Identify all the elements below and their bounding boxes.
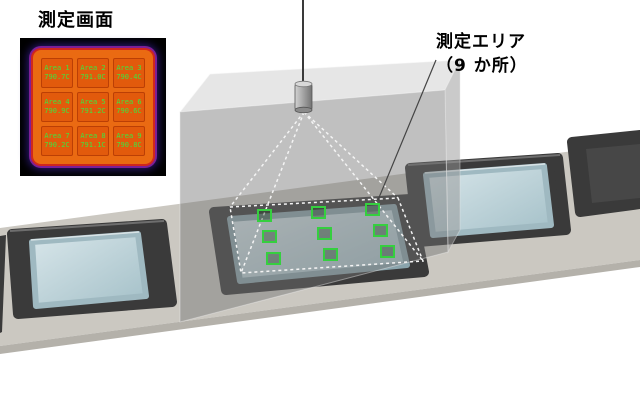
measurement-markers bbox=[257, 203, 395, 265]
measurement-area-outline bbox=[229, 197, 425, 274]
measurement-marker bbox=[323, 248, 338, 261]
thermal-area-temp: 790.6C bbox=[116, 107, 142, 115]
measurement-marker bbox=[373, 224, 388, 237]
tray-left-top-edge bbox=[9, 220, 165, 232]
measurement-marker bbox=[262, 230, 277, 243]
fov-line-front-right bbox=[303, 111, 424, 262]
enclosure-right-face bbox=[444, 59, 461, 254]
thermal-image: Area 1 790.7C Area 2 791.0C Area 3 790.4… bbox=[20, 38, 166, 176]
glass-panel-center bbox=[227, 204, 410, 284]
thermal-cell: Area 6 790.6C bbox=[113, 92, 145, 122]
thermal-cell: Area 7 790.2C bbox=[41, 126, 73, 156]
area-label-leader-line bbox=[377, 59, 437, 201]
thermal-area-name: Area 8 bbox=[80, 132, 106, 140]
thermal-area-temp: 791.2C bbox=[80, 107, 106, 115]
thermal-cell: Area 8 791.1C bbox=[77, 126, 109, 156]
thermal-area-temp: 790.9C bbox=[44, 107, 70, 115]
fov-pyramid bbox=[229, 111, 425, 274]
thermal-area-name: Area 2 bbox=[80, 64, 106, 72]
tray-far-right-recess bbox=[586, 144, 640, 203]
thermal-cell: Area 5 791.2C bbox=[77, 92, 109, 122]
thermal-area-temp: 791.1C bbox=[80, 141, 106, 149]
thermal-area-name: Area 6 bbox=[116, 98, 142, 106]
measurement-marker bbox=[257, 209, 272, 222]
thermal-heat-region: Area 1 790.7C Area 2 791.0C Area 3 790.4… bbox=[33, 50, 153, 164]
conveyor-belt-front-edge bbox=[0, 260, 640, 354]
thermal-area-name: Area 7 bbox=[44, 132, 70, 140]
thermal-area-name: Area 1 bbox=[44, 64, 70, 72]
thermal-cell: Area 4 790.9C bbox=[41, 92, 73, 122]
tray-far-left bbox=[0, 235, 6, 333]
fov-line-front-left bbox=[240, 111, 305, 274]
thermal-area-temp: 790.7C bbox=[44, 73, 70, 81]
measurement-marker bbox=[317, 227, 332, 240]
tray-right-top-edge bbox=[407, 154, 561, 166]
sensor-body bbox=[294, 83, 313, 111]
sensor-lens bbox=[294, 106, 313, 114]
thermal-area-temp: 790.8C bbox=[116, 141, 142, 149]
area-label-line2: （9 か所） bbox=[436, 56, 528, 76]
thermal-area-name: Area 5 bbox=[80, 98, 106, 106]
thermal-cell: Area 3 790.4C bbox=[113, 58, 145, 88]
glass-panel-right-highlight bbox=[424, 163, 546, 174]
measurement-marker bbox=[266, 252, 281, 265]
thermal-area-temp: 791.0C bbox=[80, 73, 106, 81]
thermal-area-name: Area 4 bbox=[44, 98, 70, 106]
thermal-area-temp: 790.2C bbox=[44, 141, 70, 149]
sensor-top-cap bbox=[294, 80, 313, 88]
thermal-cell: Area 2 791.0C bbox=[77, 58, 109, 88]
thermal-area-name: Area 9 bbox=[116, 132, 142, 140]
thermal-cell: Area 1 790.7C bbox=[41, 58, 73, 88]
area-label-line1: 測定エリア bbox=[436, 32, 526, 52]
glass-panel-left-highlight bbox=[30, 231, 140, 241]
thermal-area-temp: 790.4C bbox=[116, 73, 142, 81]
thermal-cell: Area 9 790.8C bbox=[113, 126, 145, 156]
measurement-area-label: 測定エリア （9 か所） bbox=[436, 30, 528, 78]
thermal-area-name: Area 3 bbox=[116, 64, 142, 72]
measurement-marker bbox=[380, 245, 395, 258]
measurement-screen-label: 測定画面 bbox=[38, 10, 114, 31]
fov-line-back-left bbox=[229, 111, 305, 208]
measurement-marker bbox=[365, 203, 380, 216]
measurement-marker bbox=[311, 206, 326, 219]
glass-panel-left bbox=[29, 231, 149, 309]
